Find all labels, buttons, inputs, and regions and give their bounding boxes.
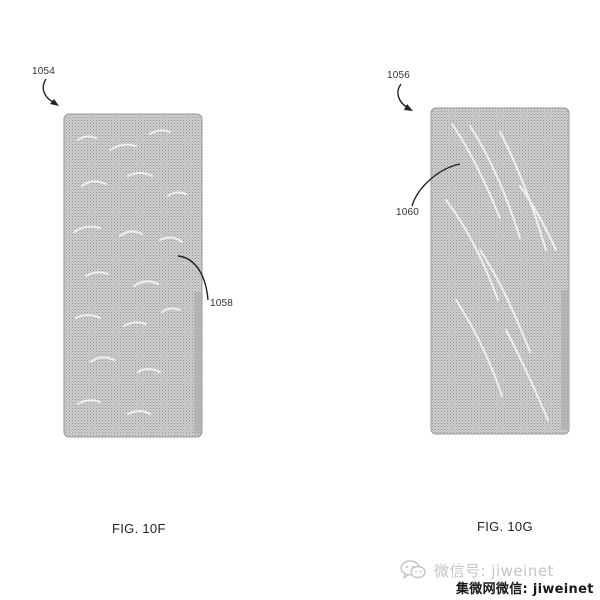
figure-caption-10f: FIG. 10F [112,521,166,536]
reference-numeral-1060: 1060 [396,207,420,218]
wechat-watermark: 微信号: jiweinet [400,559,590,581]
leader-line-1060 [411,163,461,207]
surface-wave-pattern-fig-10g [445,123,557,421]
arrowhead-1054 [50,99,59,106]
leader-line-1058 [177,255,209,301]
reference-numeral-1054: 1054 [32,66,56,77]
source-watermark-text: 集微网微信: jiweinet [456,582,594,597]
device-edge-strip-fig-10g [561,290,568,430]
arrowhead-1056 [404,104,413,111]
device-fig-10f [63,113,203,438]
device-body-fig-10g [430,107,570,435]
wechat-id-text: 微信号: jiweinet [434,562,554,580]
device-edge-strip-fig-10f [194,292,201,434]
leader-arrow-1056 [397,83,409,109]
device-body-fig-10f [63,113,203,438]
wechat-icon [400,560,426,580]
reference-numeral-1056: 1056 [387,70,411,81]
surface-wave-pattern-fig-10f [73,129,187,415]
leader-arrow-1054 [42,78,56,104]
device-fig-10g [430,107,570,435]
figure-caption-10g: FIG. 10G [477,519,533,534]
reference-numeral-1058: 1058 [210,298,234,309]
